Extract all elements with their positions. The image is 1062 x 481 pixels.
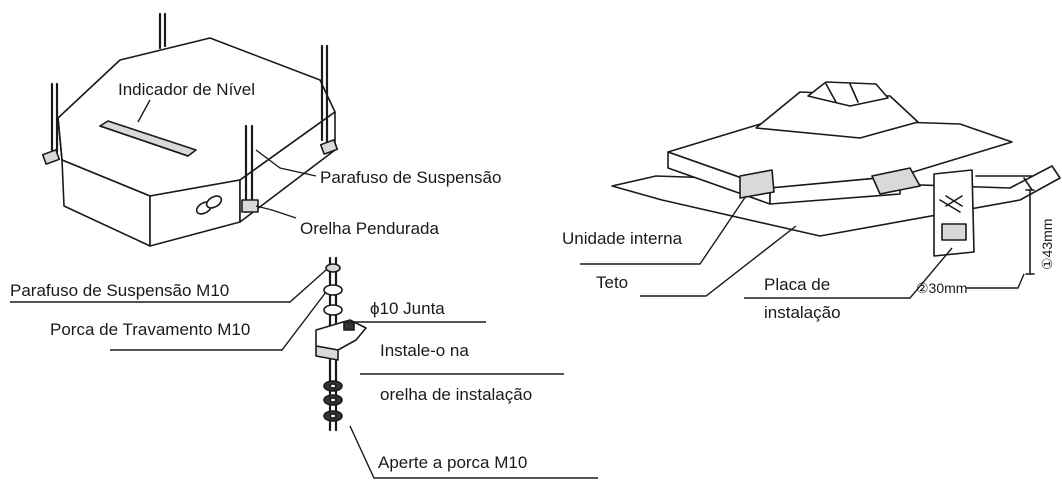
- left-leaders: [137, 99, 317, 219]
- right-leaders: [580, 195, 1025, 299]
- label-plate-line1: Placa de: [764, 275, 830, 294]
- label-ceiling: Teto: [596, 273, 628, 292]
- indoor-unit-drawing: [41, 12, 339, 247]
- label-dim-30mm: ②30mm: [916, 280, 967, 296]
- bolt-leaders: [10, 269, 598, 479]
- label-level-indicator: Indicador de Nível: [118, 80, 255, 99]
- label-suspension-bolt-m10: Parafuso de Suspensão M10: [10, 281, 229, 300]
- label-washer-10: ϕ10 Junta: [370, 299, 445, 318]
- label-lock-nut-m10: Porca de Travamento M10: [50, 320, 250, 339]
- ceiling-unit-drawing: [611, 81, 1061, 275]
- bolt-assembly-drawing: [315, 256, 367, 432]
- label-dim-43mm: ①43mm: [1039, 219, 1055, 270]
- label-hanging-lug: Orelha Pendurada: [300, 219, 439, 238]
- label-install-line2: orelha de instalação: [380, 385, 532, 404]
- label-plate-line2: instalação: [764, 303, 841, 322]
- label-indoor-unit: Unidade interna: [562, 229, 683, 248]
- label-suspension-bolt: Parafuso de Suspensão: [320, 168, 501, 187]
- label-install-line1: Instale-o na: [380, 341, 469, 360]
- label-tighten-nut: Aperte a porca M10: [378, 453, 527, 472]
